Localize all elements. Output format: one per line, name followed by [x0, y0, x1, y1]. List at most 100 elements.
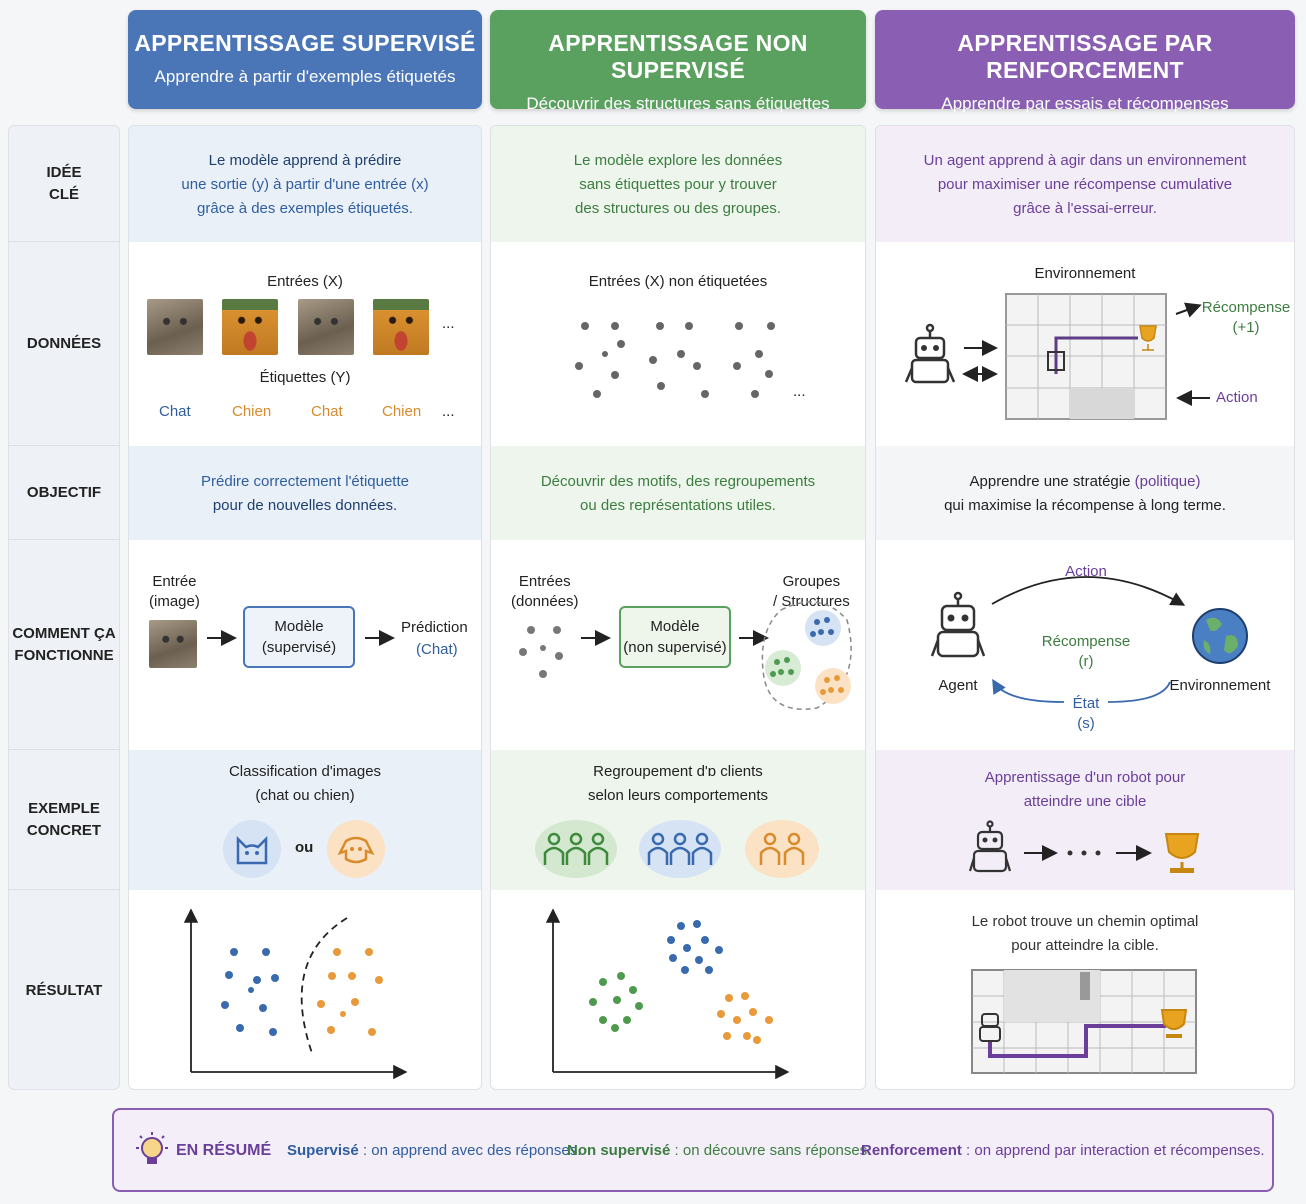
summary-text: : on apprend avec des réponses. [358, 1142, 582, 1159]
unsupervised-how: Entrées (données) Groupes / Structures M… [491, 540, 865, 750]
summary-box: EN RÉSUMÉ Supervisé : on apprend avec de… [112, 1108, 1274, 1192]
loop-state-label: État (s) [1072, 695, 1100, 732]
example-line: Regroupement d'ɒ clients [593, 763, 763, 780]
loop-reward-label: Récompense (r) [1041, 633, 1131, 670]
header-reinforcement: APPRENTISSAGE PAR RENFORCEMENT Apprendre… [875, 10, 1295, 113]
result-line: pour atteindre la cible. [1011, 937, 1159, 954]
supervised-model-box: Modèle (supervisé) [243, 606, 355, 668]
idea-line: Le modèle explore les données [573, 152, 783, 169]
idea-line: une sortie (y) à partir d'une entrée (x) [181, 176, 429, 193]
objective-line: qui maximise la récompense à long terme. [944, 497, 1226, 514]
environment-label: Environnement [1034, 265, 1136, 282]
summary-unsupervised: Non supervisé : on découvre sans réponse… [567, 1142, 871, 1159]
robot-to-trophy [968, 820, 1200, 873]
prediction-value: (Chat) [416, 641, 458, 658]
row-label-objective: OBJECTIF [9, 446, 119, 540]
row-label-text: EXEMPLE CONCRET [26, 799, 102, 839]
optimal-path-grid [971, 969, 1197, 1074]
row-label-text: COMMENT ÇA FONCTIONNE [12, 624, 116, 664]
reinforcement-result: Le robot trouve un chemin optimal pour a… [876, 890, 1294, 1089]
header-title: APPRENTISSAGE SUPERVISÉ [134, 30, 476, 56]
idea-line: grâce à l'essai-erreur. [1013, 200, 1157, 217]
reinforcement-data: Environnement [876, 242, 1294, 446]
orange-customers-icon [745, 820, 819, 878]
unlabeled-points [575, 322, 775, 398]
row-label-text: IDÉE CLÉ [46, 163, 82, 203]
column-unsupervised: Le modèle explore les données sans étiqu… [490, 125, 866, 1090]
output-label: Groupes / Structures [773, 573, 850, 610]
label-dog: Chien [382, 403, 422, 420]
or-label: ou [295, 839, 314, 856]
objective-text: Apprendre une stratégie (politique) qui … [876, 470, 1294, 518]
flow-diagram [519, 601, 852, 710]
classification-plot [183, 908, 408, 1080]
clustering-plot [545, 908, 790, 1080]
cat-photo [298, 299, 354, 355]
idea-text: Le modèle apprend à prédire une sortie (… [129, 149, 481, 221]
objective-line: Découvrir des motifs, des regroupements [540, 473, 816, 490]
label-cat: Chat [159, 403, 191, 420]
example-line: atteindre une cible [1023, 793, 1147, 810]
idea-line: sans étiquettes pour y trouver [579, 176, 777, 193]
unsupervised-idea: Le modèle explore les données sans étiqu… [491, 126, 865, 242]
reinforcement-how: Action Récompense (r) État (s) Agent Env… [876, 540, 1294, 750]
row-label-idea: IDÉE CLÉ [9, 126, 119, 242]
summary-term: Supervisé [287, 1142, 359, 1159]
idea-text: Le modèle explore les données sans étiqu… [491, 149, 865, 221]
unsupervised-data: Entrées (X) non étiquetées ... [491, 242, 865, 446]
reward-label: Récompense (+1) [1201, 299, 1291, 336]
row-label-text: RÉSULTAT [25, 981, 103, 999]
dog-face-svg [337, 836, 375, 864]
result-line: Le robot trouve un chemin optimal [971, 913, 1199, 930]
row-label-text: OBJECTIF [26, 483, 102, 501]
summary-text: : on apprend par interaction et récompen… [961, 1142, 1265, 1159]
row-labels: IDÉE CLÉ DONNÉES OBJECTIF COMMENT ÇA FON… [8, 125, 120, 1090]
summary-reinforcement: Renforcement : on apprend par interactio… [861, 1142, 1265, 1159]
idea-line: grâce à des exemples étiquetés. [197, 200, 413, 217]
idea-line: pour maximiser une récompense cumulative [937, 176, 1233, 193]
header-unsupervised: APPRENTISSAGE NON SUPERVISÉ Découvrir de… [490, 10, 866, 113]
objective-line: ou des représentations utiles. [580, 497, 776, 514]
label-dog: Chien [232, 403, 272, 420]
supervised-result [129, 890, 481, 1089]
people-svg [647, 832, 713, 865]
ellipsis: ... [793, 383, 806, 400]
reinforcement-example: Apprentissage d'un robot pour atteindre … [876, 750, 1294, 890]
column-reinforcement: Un agent apprend à agir dans un environn… [875, 125, 1295, 1090]
summary-title: EN RÉSUMÉ [176, 1142, 272, 1159]
example-text: Regroupement d'ɒ clients selon leurs com… [491, 760, 865, 808]
result-text: Le robot trouve un chemin optimal pour a… [876, 910, 1294, 958]
example-line: selon leurs comportements [587, 787, 769, 804]
unsupervised-example: Regroupement d'ɒ clients selon leurs com… [491, 750, 865, 890]
ellipsis: ... [442, 315, 455, 332]
model-label: Modèle (non supervisé) [623, 618, 727, 656]
model-label: Modèle (supervisé) [261, 618, 337, 656]
inputs-label: Entrées (X) [267, 273, 343, 290]
environment-grid [904, 293, 1210, 420]
reinforcement-idea: Un agent apprend à agir dans un environn… [876, 126, 1294, 242]
example-line: Classification d'images [228, 763, 382, 780]
objective-text-pre: Apprendre une stratégie [969, 473, 1135, 490]
cat-face-svg [236, 835, 268, 865]
example-line: (chat ou chien) [255, 787, 355, 804]
input-label: Entrée (image) [149, 573, 200, 610]
input-label: Entrées (données) [511, 573, 579, 610]
unsupervised-model-box: Modèle (non supervisé) [619, 606, 731, 668]
cat-photo [149, 620, 197, 668]
reinforcement-objective: Apprendre une stratégie (politique) qui … [876, 446, 1294, 540]
supervised-idea: Le modèle apprend à prédire une sortie (… [129, 126, 481, 242]
unsupervised-objective: Découvrir des motifs, des regroupements … [491, 446, 865, 540]
summary-supervised: Supervisé : on apprend avec des réponses… [287, 1142, 581, 1159]
blue-customers-icon [639, 820, 721, 878]
people-svg [759, 832, 805, 865]
prediction-label: Prédiction [401, 619, 468, 636]
header-title: APPRENTISSAGE NON SUPERVISÉ [548, 30, 808, 83]
idea-text: Un agent apprend à agir dans un environn… [876, 149, 1294, 221]
row-label-data: DONNÉES [9, 242, 119, 446]
cat-photo [147, 299, 203, 355]
dog-face-icon [327, 820, 385, 878]
loop-action-label: Action [1065, 563, 1107, 580]
header-subtitle: Apprendre par essais et récompenses [941, 94, 1229, 113]
row-label-how: COMMENT ÇA FONCTIONNE [9, 540, 119, 750]
objective-text: Prédire correctement l'étiquette pour de… [129, 470, 481, 518]
